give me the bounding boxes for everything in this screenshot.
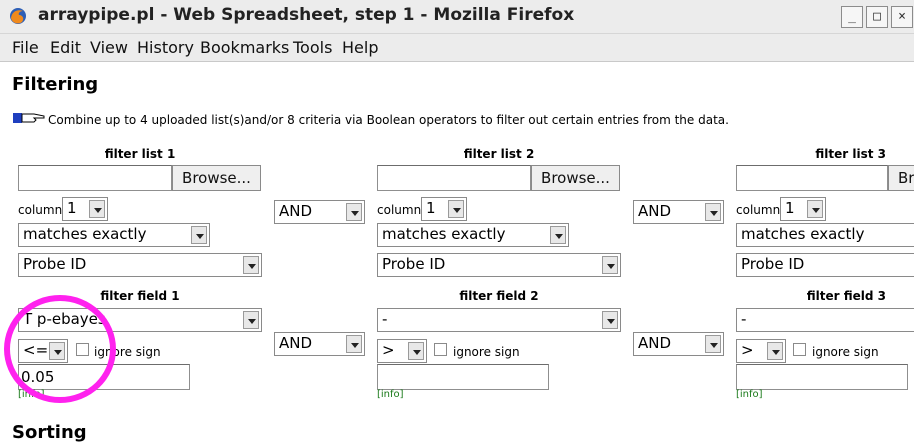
field-operator-1-value: AND: [279, 334, 313, 352]
filter-list-1-match-value: matches exactly: [23, 225, 147, 243]
filter-list-2-match-select[interactable]: matches exactly: [377, 223, 569, 247]
filter-list-2-browse-button[interactable]: Browse...: [531, 165, 620, 191]
filter-list-1-column-value: 1: [67, 199, 77, 217]
chevron-down-icon: [89, 200, 105, 218]
filter-list-3-column-select[interactable]: 1: [780, 197, 826, 221]
filter-list-2-column-select[interactable]: 1: [421, 197, 467, 221]
filter-list-3-column-value: 1: [785, 199, 795, 217]
filter-list-2-file-input[interactable]: [377, 165, 531, 191]
filter-list-3-field-select[interactable]: Probe ID: [736, 253, 914, 277]
field-operator-1-select[interactable]: AND: [274, 332, 365, 356]
list-operator-2-select[interactable]: AND: [633, 200, 724, 224]
filter-list-1-title: filter list 1: [104, 147, 176, 161]
field-operator-2-select[interactable]: AND: [633, 332, 724, 356]
chevron-down-icon: [408, 342, 424, 360]
maximize-button[interactable]: □: [866, 6, 888, 28]
chevron-down-icon: [602, 311, 618, 329]
filter-field-2-info-link[interactable]: [info]: [377, 389, 404, 400]
filter-field-2-select[interactable]: -: [377, 308, 621, 332]
chevron-down-icon: [191, 226, 207, 244]
close-button[interactable]: ×: [891, 6, 913, 28]
filter-list-2-title: filter list 2: [463, 147, 535, 161]
filter-list-1-column-label: column: [18, 203, 63, 217]
filter-field-2-op-value: >: [382, 341, 395, 359]
menu-view[interactable]: View: [90, 38, 128, 57]
menu-tools[interactable]: Tools: [293, 38, 333, 57]
minimize-button[interactable]: _: [841, 6, 863, 28]
filter-list-1-browse-button[interactable]: Browse...: [172, 165, 261, 191]
menu-bookmarks[interactable]: Bookmarks: [200, 38, 290, 57]
menu-file[interactable]: File: [12, 38, 39, 57]
menu-bar: File Edit View History Bookmarks Tools H…: [0, 34, 914, 62]
filter-list-2-field-select[interactable]: Probe ID: [377, 253, 621, 277]
filter-field-3-select[interactable]: -: [736, 308, 914, 332]
filter-field-2-op-select[interactable]: >: [377, 339, 427, 363]
list-operator-1-select[interactable]: AND: [274, 200, 365, 224]
chevron-down-icon: [448, 200, 464, 218]
filter-list-3-match-value: matches exactly: [741, 225, 865, 243]
chevron-down-icon: [243, 311, 259, 329]
filter-list-3-browse-button[interactable]: Br: [888, 165, 914, 191]
filter-list-2-column-value: 1: [426, 199, 436, 217]
sorting-heading: Sorting: [12, 422, 87, 443]
filter-list-1-column-select[interactable]: 1: [62, 197, 108, 221]
filter-list-1-field-select[interactable]: Probe ID: [18, 253, 262, 277]
filter-list-1-match-select[interactable]: matches exactly: [18, 223, 210, 247]
page-title: Filtering: [12, 74, 99, 95]
filter-field-3-ignore-checkbox[interactable]: [793, 343, 806, 356]
chevron-down-icon: [346, 203, 362, 221]
filter-list-1-file-input[interactable]: [18, 165, 172, 191]
filter-field-3-op-select[interactable]: >: [736, 339, 786, 363]
filter-list-2-match-value: matches exactly: [382, 225, 506, 243]
filter-list-3-match-select[interactable]: matches exactly: [736, 223, 914, 247]
chevron-down-icon: [705, 335, 721, 353]
filter-field-3-value: -: [741, 310, 747, 328]
menu-history[interactable]: History: [137, 38, 194, 57]
chevron-down-icon: [346, 335, 362, 353]
chevron-down-icon: [243, 256, 259, 274]
filter-list-2-column-label: column: [377, 203, 422, 217]
filter-field-3-ignore-label: ignore sign: [812, 345, 879, 359]
filter-field-2-ignore-checkbox[interactable]: [434, 343, 447, 356]
firefox-icon: [10, 8, 26, 24]
filter-field-2-ignore-label: ignore sign: [453, 345, 520, 359]
filter-list-3-field-value: Probe ID: [741, 255, 805, 273]
pointing-hand-icon: [13, 113, 45, 123]
filter-field-2-value: -: [382, 310, 388, 328]
filter-field-2-threshold-input[interactable]: [377, 364, 549, 390]
filter-field-3-title: filter field 3: [806, 289, 886, 303]
chevron-down-icon: [550, 226, 566, 244]
intro-text: Combine up to 4 uploaded list(s)and/or 8…: [48, 113, 729, 127]
menu-edit[interactable]: Edit: [50, 38, 81, 57]
field-operator-2-value: AND: [638, 334, 672, 352]
window-titlebar: arraypipe.pl - Web Spreadsheet, step 1 -…: [0, 0, 914, 34]
filter-field-3-threshold-input[interactable]: [736, 364, 908, 390]
filter-field-3-op-value: >: [741, 341, 754, 359]
chevron-down-icon: [602, 256, 618, 274]
filter-list-1-field-value: Probe ID: [23, 255, 87, 273]
list-operator-2-value: AND: [638, 202, 672, 220]
highlight-circle-annotation: [4, 295, 116, 403]
chevron-down-icon: [767, 342, 783, 360]
filter-field-2-title: filter field 2: [459, 289, 539, 303]
filter-list-3-file-input[interactable]: [736, 165, 888, 191]
menu-help[interactable]: Help: [342, 38, 379, 57]
filter-field-3-info-link[interactable]: [info]: [736, 389, 763, 400]
filter-list-3-column-label: column: [736, 203, 781, 217]
filter-list-2-field-value: Probe ID: [382, 255, 446, 273]
list-operator-1-value: AND: [279, 202, 313, 220]
window-title: arraypipe.pl - Web Spreadsheet, step 1 -…: [38, 5, 575, 25]
filter-field-1-title: filter field 1: [100, 289, 180, 303]
filter-list-3-title: filter list 3: [815, 147, 886, 161]
chevron-down-icon: [807, 200, 823, 218]
chevron-down-icon: [705, 203, 721, 221]
